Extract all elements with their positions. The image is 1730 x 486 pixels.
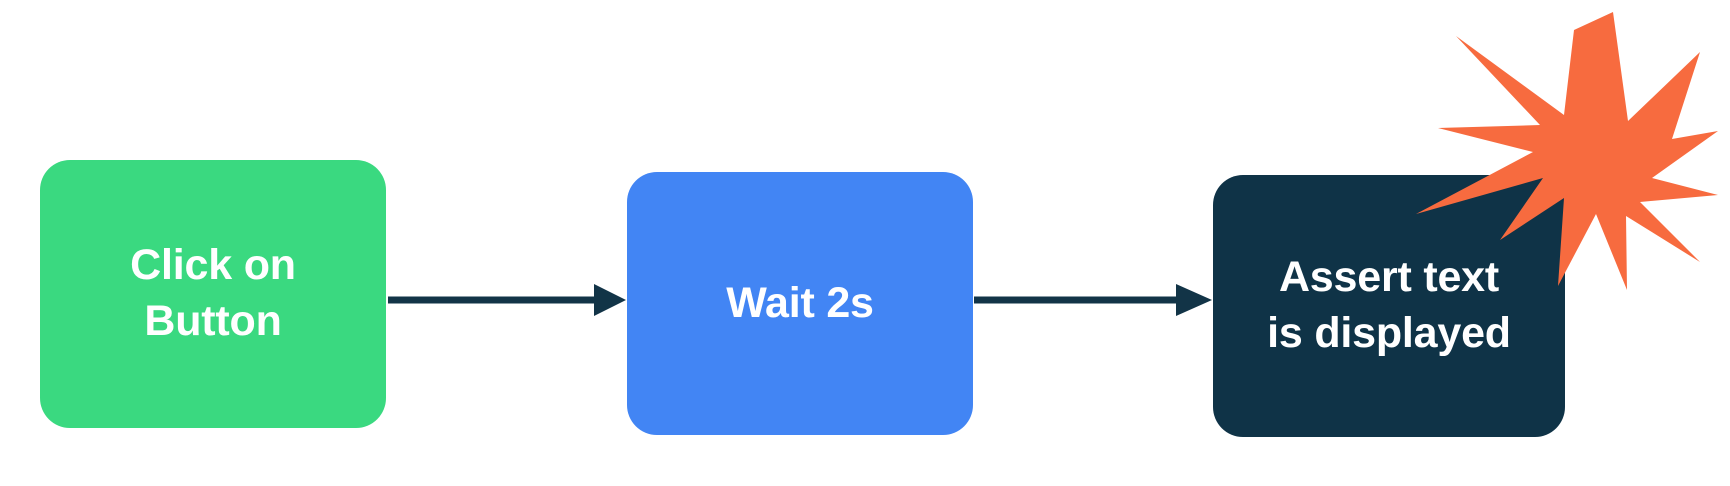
arrow-head-icon: [594, 284, 626, 316]
arrow-head-icon: [1176, 284, 1212, 316]
node-assert-text-is-displayed[interactable]: Assert text is displayed: [1213, 175, 1565, 437]
arrow-click-to-wait: [388, 284, 626, 316]
node-click-on-button[interactable]: Click on Button: [40, 160, 386, 428]
arrow-wait-to-assert: [974, 284, 1212, 316]
node-assert-text-is-displayed-label: Assert text is displayed: [1267, 253, 1511, 357]
node-click-on-button-label: Click on Button: [130, 241, 296, 345]
node-wait-2s-label: Wait 2s: [726, 278, 874, 327]
node-wait-2s[interactable]: Wait 2s: [627, 172, 973, 435]
